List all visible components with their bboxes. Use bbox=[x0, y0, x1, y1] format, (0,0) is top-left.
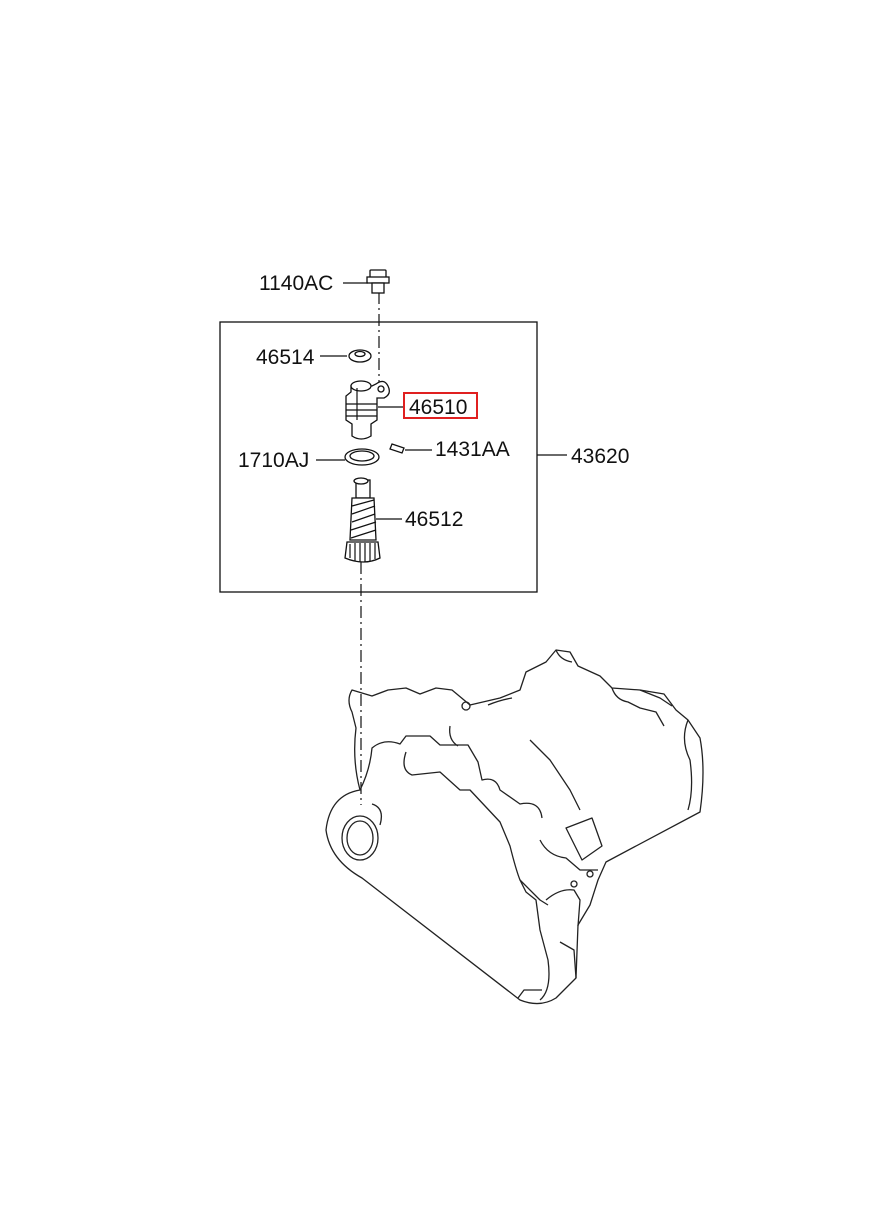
label-sleeve[interactable]: 46510 bbox=[409, 396, 467, 419]
label-bolt: 1140AC bbox=[259, 272, 333, 295]
washer-part[interactable] bbox=[348, 349, 372, 363]
highlight-box bbox=[403, 392, 478, 419]
label-washer: 46514 bbox=[256, 346, 315, 369]
label-driven-gear: 46512 bbox=[405, 508, 463, 531]
driven-gear-part[interactable] bbox=[344, 477, 381, 563]
label-assembly: 43620 bbox=[571, 445, 629, 468]
sleeve-part[interactable] bbox=[345, 380, 390, 440]
label-o-ring: 1710AJ bbox=[238, 449, 309, 472]
label-pin: 1431AA bbox=[435, 438, 510, 461]
o-ring-part[interactable] bbox=[344, 448, 380, 466]
transmission-housing bbox=[325, 649, 704, 1005]
bolt-part[interactable] bbox=[366, 269, 390, 294]
pin-part[interactable] bbox=[389, 443, 405, 454]
